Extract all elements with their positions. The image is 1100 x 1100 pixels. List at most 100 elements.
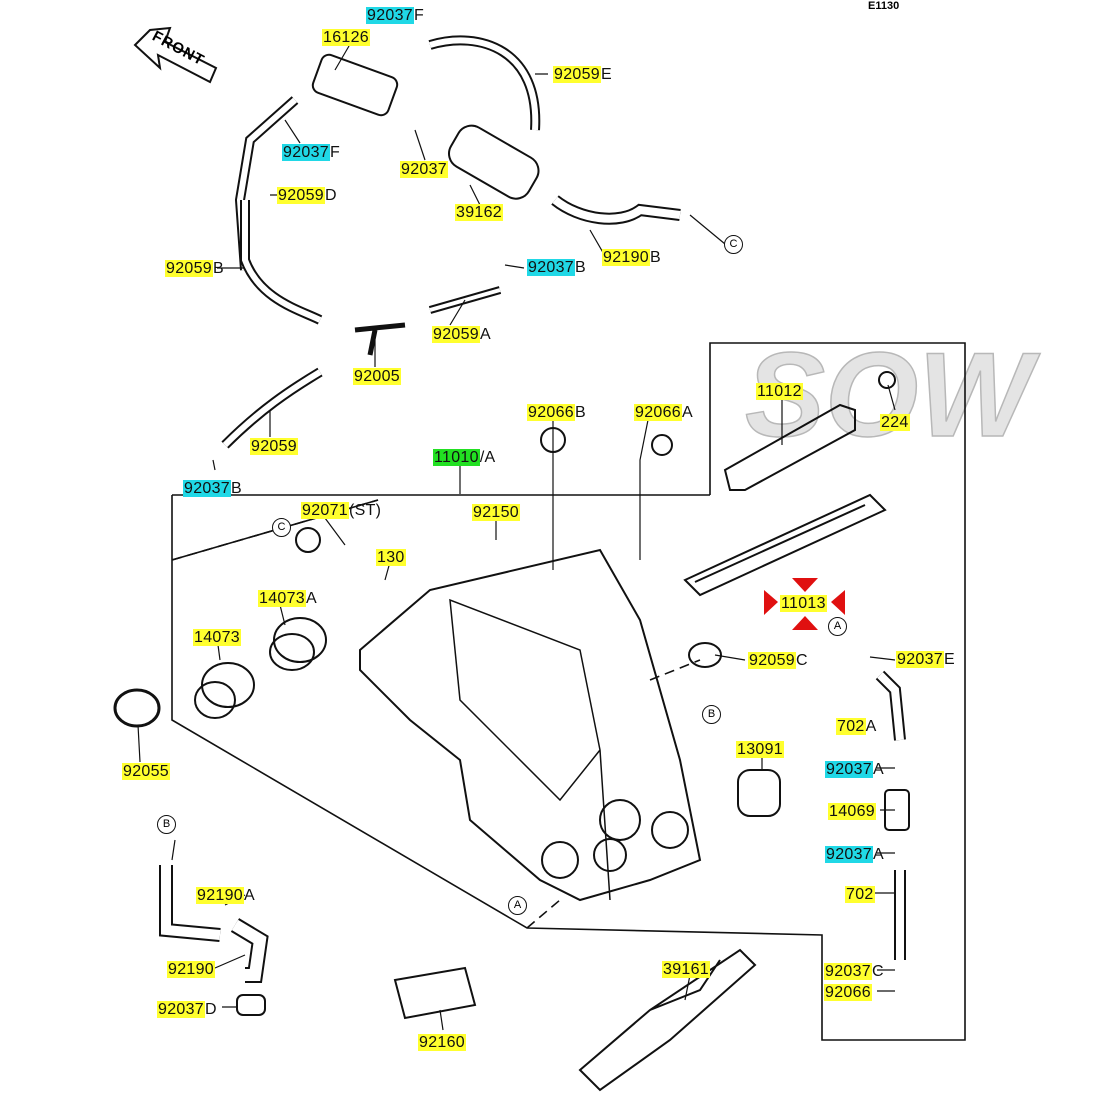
part-number: 92037 [825,761,873,778]
part-number: 92190 [196,887,244,904]
part-number: 16126 [322,29,370,46]
part-label[interactable]: 92059A [432,325,491,344]
part-label[interactable]: 92037D [157,1000,217,1019]
filter-14069 [884,789,910,831]
front-arrow-icon [133,26,218,84]
part-label[interactable]: 92059 [250,437,298,456]
part-suffix: B [231,480,242,497]
part-number: 92160 [418,1034,466,1051]
part-label[interactable]: 92037B [527,258,586,277]
part-label[interactable]: 92059B [165,259,224,278]
part-label[interactable]: 92190A [196,886,255,905]
part-suffix: A [873,761,884,778]
part-suffix: (ST) [349,502,382,519]
part-suffix: B [575,259,586,276]
part-label[interactable]: 702 [845,885,875,904]
part-number: 39161 [662,961,710,978]
part-suffix: F [414,7,425,24]
part-label[interactable]: 92037A [825,845,884,864]
connector-c: C [272,518,291,537]
part-label[interactable]: 39161 [662,960,710,979]
part-number: 11012 [756,383,803,400]
part-label[interactable]: 92059E [553,65,612,84]
part-label[interactable]: 92037F [366,6,424,25]
part-number: 92059 [553,66,601,83]
part-number: 92037 [825,846,873,863]
element-11013 [683,493,887,597]
part-suffix: A [306,590,317,607]
part-suffix: B [650,249,661,266]
part-label[interactable]: 92160 [418,1033,466,1052]
part-label[interactable]: 92037B [183,479,242,498]
part-label[interactable]: 92059D [277,186,337,205]
part-suffix: C [796,652,808,669]
part-number: 92037 [157,1001,205,1018]
part-number: 13091 [736,741,784,758]
part-label[interactable]: 92066B [527,403,586,422]
part-number: 702 [836,718,866,735]
part-number: 14069 [828,803,876,820]
part-number: 702 [845,886,875,903]
part-label[interactable]: 92037E [896,650,955,669]
part-suffix: C [872,963,884,980]
part-number: 92037 [527,259,575,276]
part-number: 92190 [167,961,215,978]
part-number: 92150 [472,504,520,521]
part-label[interactable]: 11012 [756,382,803,401]
part-label[interactable]: 92005 [353,367,401,386]
part-label[interactable]: 92190B [602,248,661,267]
part-label[interactable]: 92037 [400,160,448,179]
part-suffix: E [601,66,612,83]
connector-c: C [724,235,743,254]
part-number: 14073 [193,629,241,646]
part-suffix: D [325,187,337,204]
part-label[interactable]: 92066 [824,983,872,1002]
tee-92005 [354,322,406,356]
part-label[interactable]: 92055 [122,762,170,781]
ring-92055 [113,688,161,728]
part-label[interactable]: 130 [376,548,406,567]
filter-39162 [448,124,540,200]
part-number: 11010 [433,449,480,466]
part-suffix: A [244,887,255,904]
part-number: 224 [880,414,910,431]
part-label[interactable]: 224 [880,413,910,432]
plug-92066B [540,427,566,453]
part-suffix: A [873,846,884,863]
part-label[interactable]: 16126 [322,28,370,47]
part-suffix: E [944,651,955,668]
hose-92059E [428,35,541,131]
part-label[interactable]: 92037A [825,760,884,779]
part-label[interactable]: 92071(ST) [301,501,381,520]
part-label[interactable]: 13091 [736,740,784,759]
part-suffix: B [213,260,224,277]
part-number: 92059 [165,260,213,277]
part-number: 11013 [780,595,827,612]
part-label[interactable]: 92037F [282,143,340,162]
part-label[interactable]: 92066A [634,403,693,422]
part-suffix: /A [479,449,496,466]
part-suffix: A [480,326,491,343]
part-label[interactable]: 14069 [828,802,876,821]
part-label[interactable]: 92037C [824,962,884,981]
part-label[interactable]: 14073A [258,589,317,608]
part-number: 92055 [122,763,170,780]
part-suffix: D [205,1001,217,1018]
part-label[interactable]: 14073 [193,628,241,647]
fitting-92059C [688,642,722,668]
part-number: 92059 [250,438,298,455]
part-label[interactable]: 702A [836,717,877,736]
part-label[interactable]: 92190 [167,960,215,979]
connector-b: B [702,705,721,724]
part-label[interactable]: 11010/A [433,448,496,467]
part-suffix: B [575,404,586,421]
part-label[interactable]: 39162 [455,203,503,222]
part-number: 39162 [455,204,503,221]
part-number: 92037 [400,161,448,178]
part-label[interactable]: 92150 [472,503,520,522]
part-label[interactable]: 92059C [748,651,808,670]
sheet-92160 [393,966,477,1020]
part-label[interactable]: 11013 [780,594,827,613]
